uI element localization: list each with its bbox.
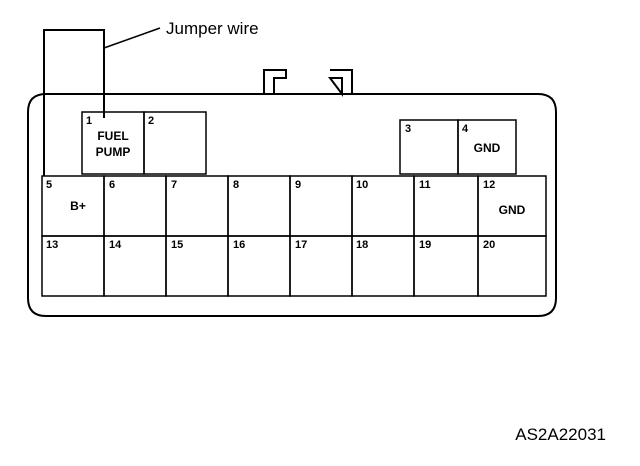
pin-label: GND [499,203,526,217]
cavity-17: 17 [289,235,353,297]
lock-tab-right [328,69,353,97]
cavity-5: 5 B+ [41,175,105,237]
pin-number: 1 [86,115,92,127]
pin-number: 9 [295,179,301,191]
row-bottom: 13 14 15 16 17 18 19 20 [41,235,547,297]
cavity-10: 10 [351,175,415,237]
cavity-2: 2 [143,111,207,175]
cavity-4: 4 GND [457,119,517,175]
pin-number: 15 [171,239,183,251]
pin-number: 3 [405,123,411,135]
pin-number: 12 [483,179,495,191]
pin-number: 20 [483,239,495,251]
cavity-1: 1 FUEL PUMP [81,111,145,175]
pin-number: 6 [109,179,115,191]
pin-label: GND [474,141,501,155]
cavity-15: 15 [165,235,229,297]
pin-number: 18 [356,239,368,251]
pin-label: B+ [70,199,86,213]
cavity-12: 12 GND [477,175,547,237]
pin-number: 10 [356,179,368,191]
cavity-13: 13 [41,235,105,297]
cavity-9: 9 [289,175,353,237]
pin-number: 16 [233,239,245,251]
cavity-3: 3 [399,119,459,175]
cavity-14: 14 [103,235,167,297]
pin-number: 2 [148,115,154,127]
cavity-20: 20 [477,235,547,297]
pin-number: 4 [462,123,469,135]
row-middle: 5 B+ 6 7 8 9 10 11 12 GND [41,175,547,237]
pin-number: 17 [295,239,307,251]
pin-number: 5 [46,179,52,191]
pin-number: 7 [171,179,177,191]
cavity-19: 19 [413,235,479,297]
pin-number: 14 [109,239,122,251]
lock-tab-left [263,69,287,94]
pin-label: PUMP [96,145,131,159]
pin-number: 13 [46,239,58,251]
cavity-16: 16 [227,235,291,297]
cavity-11: 11 [413,175,479,237]
pin-label: FUEL [97,129,128,143]
cavity-6: 6 [103,175,167,237]
cavity-8: 8 [227,175,291,237]
jumper-wire [43,29,105,176]
cavity-18: 18 [351,235,415,297]
jumper-wire-label: Jumper wire [166,19,259,38]
connector-housing [27,93,557,317]
pin-number: 19 [419,239,431,251]
pin-number: 8 [233,179,239,191]
pin-number: 11 [419,179,431,191]
cavity-7: 7 [165,175,229,237]
jumper-leader-line [103,27,161,49]
figure-code: AS2A22031 [515,425,606,444]
